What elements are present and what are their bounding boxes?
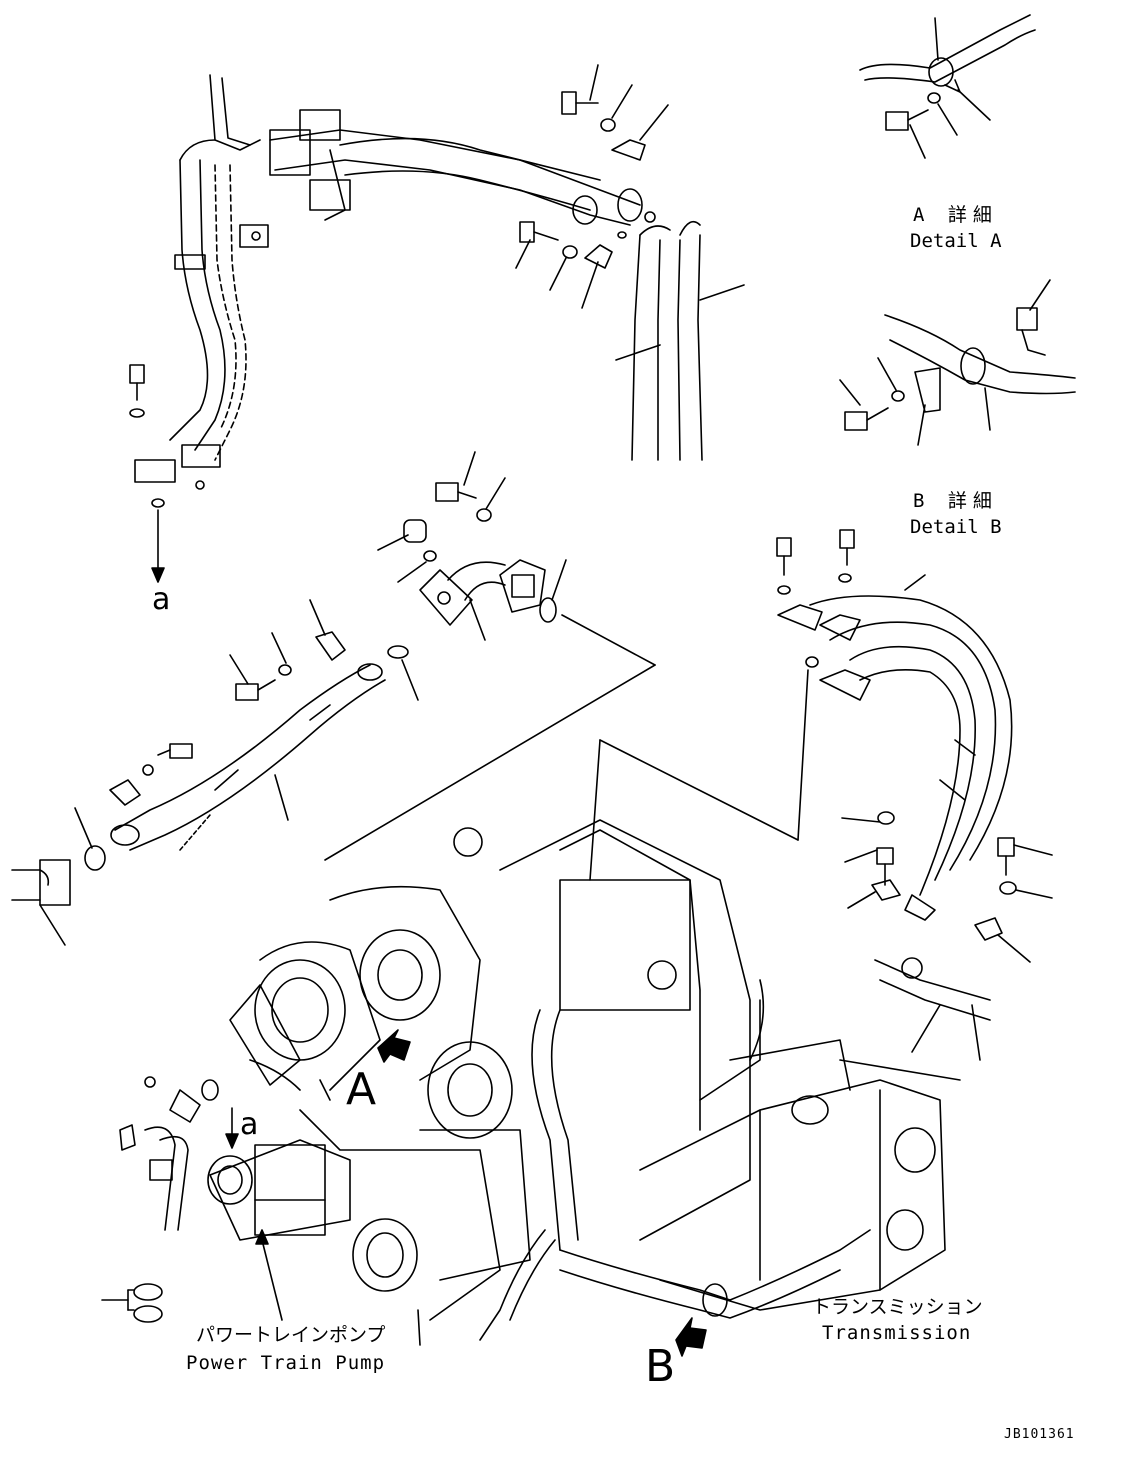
drawing-number: JB101361 <box>1004 1427 1075 1442</box>
pump-label-jp: パワートレインポンプ <box>196 1324 386 1346</box>
upper-pipe-assembly <box>129 64 745 583</box>
detail-b-title-en: Detail B <box>910 516 1002 538</box>
callout-a-upper: a <box>152 582 171 617</box>
callout-big-b: B <box>645 1341 676 1392</box>
transmission-label-jp: トランスミッション <box>812 1296 983 1318</box>
pump-label-en: Power Train Pump <box>186 1352 386 1374</box>
middle-elbow-assembly <box>324 451 656 861</box>
callout-arrow-icon <box>377 1029 411 1063</box>
long-hose <box>11 599 386 946</box>
return-hoses <box>417 1229 871 1346</box>
pump-cluster <box>101 885 579 1323</box>
detail-a-title-jp: A 詳細 <box>913 204 998 226</box>
right-hose-assembly <box>589 529 1053 1061</box>
callout-arrow-icon <box>675 1317 707 1357</box>
detail-b-illustration <box>839 279 1076 446</box>
callout-a-lower: a <box>240 1107 259 1142</box>
detail-a-illustration <box>859 14 1036 159</box>
detail-b-title-jp: B 詳細 <box>913 490 998 512</box>
callout-big-a: A <box>346 1064 377 1115</box>
transmission-label-en: Transmission <box>822 1322 972 1344</box>
transmission-body <box>453 819 961 1311</box>
detail-a-title-en: Detail A <box>910 230 1002 252</box>
